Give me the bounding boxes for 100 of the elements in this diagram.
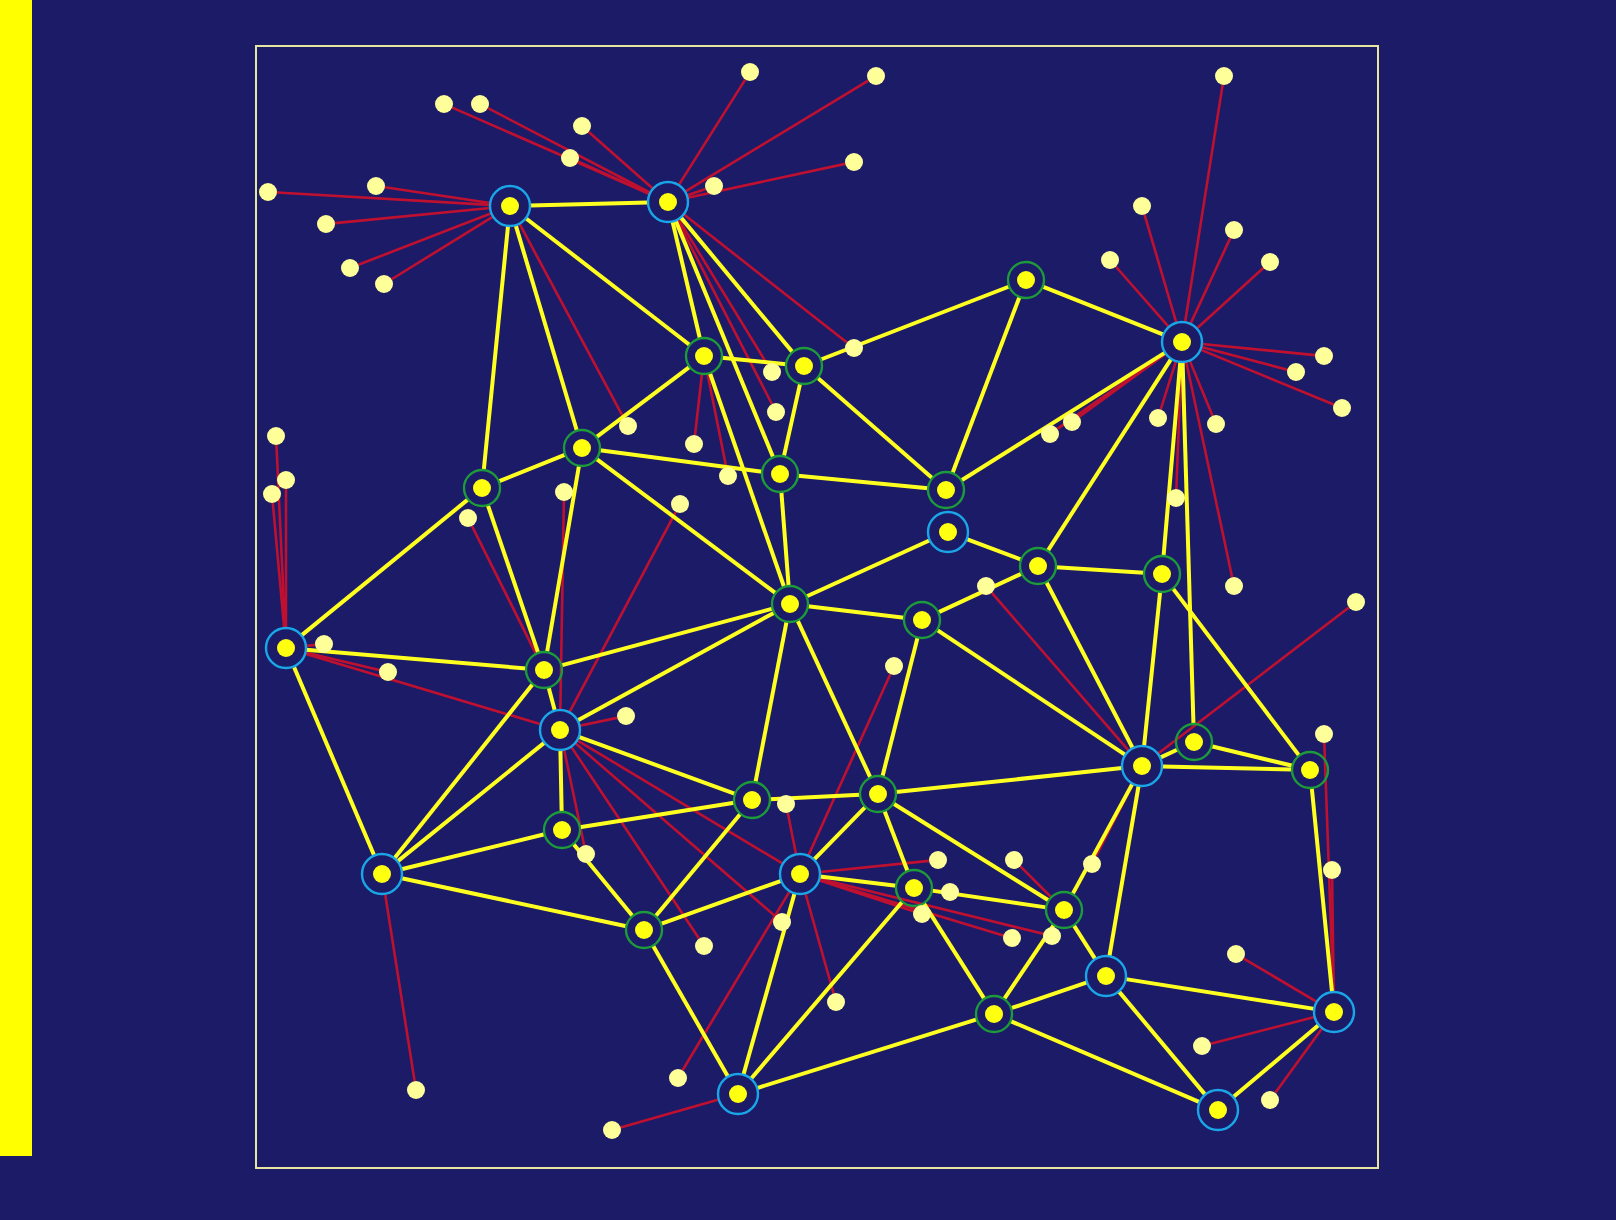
dot-node — [1261, 1091, 1279, 1109]
link-line — [781, 383, 803, 457]
link-line — [1056, 352, 1167, 430]
dot-node — [671, 495, 689, 513]
dot-node — [577, 845, 595, 863]
link-line — [1201, 345, 1288, 371]
dot-node — [263, 485, 281, 503]
link-line — [487, 107, 651, 194]
link-line — [1161, 764, 1293, 772]
dot-node — [1333, 399, 1351, 417]
link-line — [1159, 747, 1179, 760]
link-line — [560, 606, 774, 668]
link-line — [816, 376, 934, 480]
dot-node — [1315, 347, 1333, 365]
link-line — [1107, 785, 1141, 957]
ringed-node — [1160, 320, 1204, 364]
ringed-node — [778, 852, 822, 896]
link-line — [577, 160, 651, 195]
dot-node — [1261, 253, 1279, 271]
link-line — [1002, 923, 1056, 1001]
dot-node — [773, 913, 791, 931]
link-line — [797, 473, 929, 491]
dot-node — [267, 427, 285, 445]
dot-node — [459, 509, 477, 527]
ringed-node — [926, 470, 966, 510]
link-line — [819, 874, 897, 888]
link-line — [1211, 744, 1293, 768]
link-line — [571, 842, 635, 918]
dot-node — [1149, 409, 1167, 427]
link-line — [559, 500, 566, 711]
link-line — [390, 215, 494, 281]
link-line — [749, 900, 904, 1081]
link-line — [895, 766, 1123, 795]
ringed-node — [894, 868, 934, 908]
link-line — [485, 504, 541, 654]
link-line — [1210, 1015, 1315, 1045]
ringed-node — [488, 184, 532, 228]
dot-node — [1133, 197, 1151, 215]
ringed-node — [1312, 990, 1356, 1034]
ringed-node — [926, 510, 970, 554]
link-line — [673, 219, 775, 459]
dot-node — [1227, 945, 1245, 963]
link-line — [1019, 865, 1053, 899]
ringed-node — [1084, 954, 1128, 998]
link-line — [1042, 284, 1165, 337]
ringed-node — [1044, 890, 1084, 930]
link-line — [1010, 980, 1088, 1011]
link-line — [753, 621, 789, 783]
link-line — [741, 892, 797, 1076]
link-line — [931, 888, 1047, 910]
dot-node — [845, 153, 863, 171]
link-line — [693, 373, 704, 436]
link-line — [529, 200, 649, 208]
link-line — [960, 350, 1167, 483]
ringed-node — [538, 708, 582, 752]
link-line — [334, 206, 491, 225]
link-line — [1183, 84, 1224, 323]
dot-node — [1287, 363, 1305, 381]
link-line — [708, 372, 786, 588]
dot-node — [1063, 413, 1081, 431]
dot-node — [767, 403, 785, 421]
link-line — [653, 812, 743, 918]
link-line — [305, 647, 527, 671]
link-line — [937, 571, 1023, 615]
ringed-node — [1196, 1088, 1240, 1132]
dot-node — [259, 183, 277, 201]
link-line — [497, 452, 567, 484]
ringed-node — [902, 600, 942, 640]
dot-node — [407, 1081, 425, 1099]
link-line — [481, 225, 510, 471]
dot-node — [1323, 861, 1341, 879]
ringed-node — [1120, 744, 1164, 788]
link-line — [595, 457, 777, 595]
dot-node — [619, 417, 637, 435]
link-line — [1142, 591, 1163, 747]
dot-node — [1225, 221, 1243, 239]
link-line — [568, 511, 677, 713]
link-line — [676, 219, 774, 405]
dot-node — [719, 467, 737, 485]
link-line — [679, 216, 795, 354]
link-line — [818, 878, 1004, 937]
link-line — [576, 610, 776, 723]
dot-node — [315, 635, 333, 653]
link-line — [804, 892, 835, 994]
dot-node — [705, 177, 723, 195]
link-line — [1330, 879, 1335, 992]
dot-node — [1083, 855, 1101, 873]
link-line — [677, 78, 747, 186]
dot-node — [845, 339, 863, 357]
dot-node — [867, 67, 885, 85]
link-line — [1232, 1023, 1320, 1099]
link-line — [966, 537, 1022, 562]
ringed-node — [264, 626, 308, 670]
dot-node — [763, 363, 781, 381]
link-line — [935, 628, 1127, 757]
link-line — [587, 131, 654, 190]
link-line — [651, 944, 730, 1078]
link-line — [1200, 348, 1335, 406]
link-line — [1143, 214, 1178, 324]
link-line — [396, 741, 546, 863]
